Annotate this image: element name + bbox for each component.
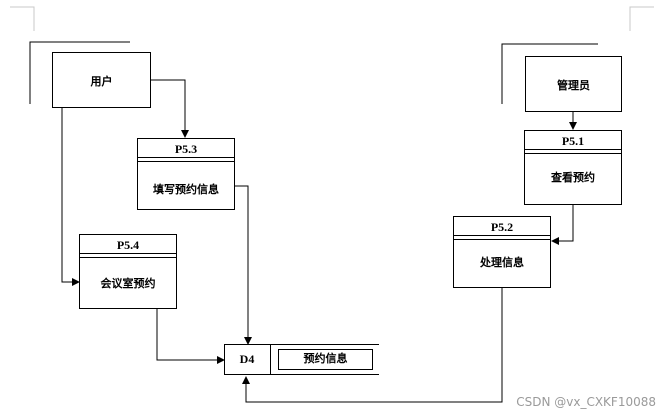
flow-user-to-p54 (61, 108, 80, 286)
entity-user: 用户 (52, 52, 151, 108)
process-p53-divider (138, 157, 234, 162)
flow-p51-to-p52 (551, 205, 574, 245)
process-p52: P5.2 处理信息 (453, 216, 551, 288)
datastore-d4: D4 预约信息 (224, 344, 379, 375)
process-p53-name: 填写预约信息 (153, 184, 219, 196)
datastore-d4-divider (270, 344, 271, 375)
flow-p54-to-d4 (156, 309, 225, 364)
process-p54: P5.4 会议室预约 (79, 234, 177, 309)
entity-admin: 管理员 (525, 56, 622, 112)
process-p54-name: 会议室预约 (100, 278, 156, 290)
watermark: CSDN @vx_CXKF10088 (516, 395, 656, 409)
datastore-d4-id: D4 (239, 352, 255, 366)
process-p52-id: P5.2 (490, 220, 514, 234)
page-corner-marks (10, 6, 654, 31)
process-p51-name: 查看预约 (551, 172, 595, 184)
process-p51-id: P5.1 (561, 134, 585, 148)
entity-admin-label: 管理员 (557, 80, 590, 92)
flow-user-to-p53 (150, 79, 189, 138)
process-p51: P5.1 查看预约 (524, 130, 622, 205)
process-p53-id: P5.3 (174, 142, 198, 156)
datastore-d4-name: 预约信息 (278, 349, 373, 370)
process-p54-divider (80, 253, 176, 258)
datastore-d4-outline (224, 344, 379, 375)
entity-shadow-lines (29, 41, 598, 104)
process-p53: P5.3 填写预约信息 (137, 138, 235, 210)
flow-p52-to-d4 (242, 288, 503, 403)
process-p51-divider (525, 149, 621, 154)
process-p52-divider (454, 235, 550, 240)
process-p52-name: 处理信息 (480, 257, 524, 269)
flow-p53-to-d4 (235, 185, 252, 345)
entity-user-label: 用户 (90, 76, 113, 88)
process-p54-id: P5.4 (116, 238, 140, 252)
